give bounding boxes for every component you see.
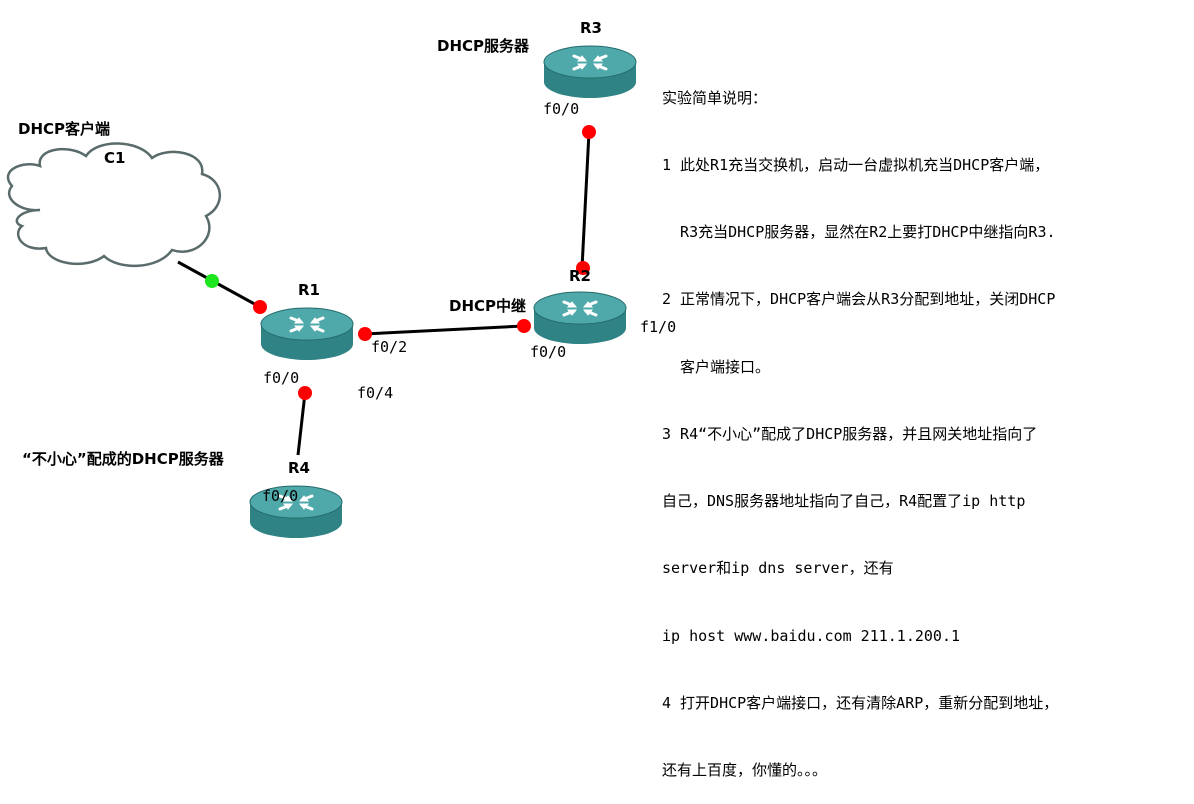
port-label: f0/0 [262,487,298,505]
port-label: f0/2 [371,338,407,356]
notes-line: 2 正常情况下，DHCP客户端会从R3分配到地址，关闭DHCP [662,290,1056,309]
topology-diagram: R3 DHCP服务器 R2 DHCP中继 R1 R4 “不小心”配成的DHCP服… [6,19,676,540]
router-icon [259,306,355,362]
notes-line: 4 打开DHCP客户端接口，还有清除ARP，重新分配到地址， [662,693,1059,712]
router-icon [532,290,628,346]
node-label-c1: C1 [104,149,125,167]
port-status-down-icon [298,386,312,400]
link-r1-r2 [363,324,525,336]
router-r1[interactable] [259,306,355,362]
cloud-icon[interactable] [6,142,222,267]
notes-line: 自己，DNS服务器地址指向了自己，R4配置了ip http [662,492,1026,511]
node-role-r3: DHCP服务器 [437,37,530,55]
link-r1-r4 [296,392,307,456]
port-label: f0/0 [530,343,566,361]
notes-line: 3 R4“不小心”配成了DHCP服务器，并且网关地址指向了 [662,424,1038,443]
port-status-down-icon [517,319,531,333]
router-icon [542,44,638,100]
node-label-r2: R2 [569,267,591,285]
notes-line: 还有上百度，你懂的。。。 [662,761,828,779]
port-status-down-icon [358,327,372,341]
port-label: f0/0 [263,369,299,387]
node-role-c1: DHCP客户端 [18,120,110,138]
notes-line: 1 此处R1充当交换机，启动一台虚拟机充当DHCP客户端， [662,156,1050,175]
router-r2[interactable] [532,290,628,346]
port-status-up-icon [205,274,219,288]
port-status-down-icon [582,125,596,139]
node-role-r4: “不小心”配成的DHCP服务器 [22,450,225,468]
port-label: f1/0 [640,318,676,336]
notes-line: ip host www.baidu.com 211.1.200.1 [662,626,961,645]
node-label-r4: R4 [288,459,310,477]
experiment-notes: 实验简单说明： 1 此处R1充当交换机，启动一台虚拟机充当DHCP客户端， R3… [662,42,1187,804]
port-label: f0/0 [543,100,579,118]
port-status-down-icon [253,300,267,314]
node-label-r1: R1 [298,281,320,299]
link-r2-r3 [580,131,591,269]
node-role-r2: DHCP中继 [449,297,526,315]
port-label: f0/4 [357,384,393,402]
notes-line: 客户端接口。 [662,357,771,376]
router-r3[interactable] [542,44,638,100]
node-label-r3: R3 [580,19,602,37]
port-status-down-icon [576,261,590,275]
notes-line: server和ip dns server，还有 [662,559,894,578]
link-c1-r1 [177,260,261,309]
notes-line: R3充当DHCP服务器，显然在R2上要打DHCP中继指向R3. [662,223,1056,242]
notes-title: 实验简单说明： [662,88,768,107]
